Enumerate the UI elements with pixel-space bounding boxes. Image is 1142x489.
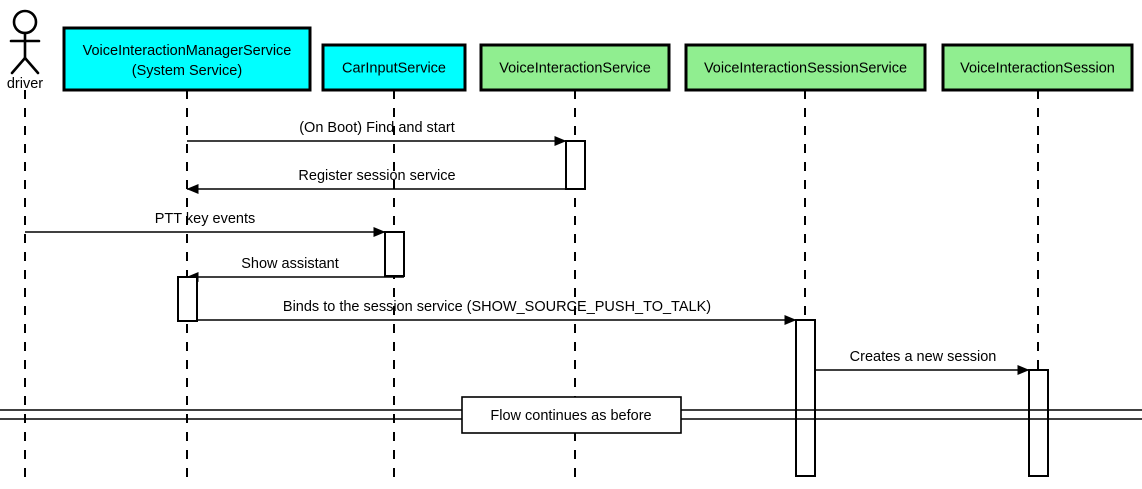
participant-label-vis: VoiceInteractionService [499, 60, 651, 76]
msg-binds-to-session-service[interactable]: Binds to the session service (SHOW_SOURC… [197, 299, 797, 325]
msg-register-session-service-label: Register session service [298, 168, 455, 184]
activation-bar-vims[interactable] [177, 276, 198, 322]
participant-vsession[interactable]: VoiceInteractionSession [941, 43, 1134, 92]
actor-head-icon [12, 9, 38, 35]
divider-layer: Flow continues as before [0, 396, 1142, 434]
actor-leg-right-icon [23, 56, 40, 75]
participant-box-vis[interactable] [479, 43, 671, 92]
participant-vims[interactable]: VoiceInteractionManagerService (System Se… [62, 26, 312, 92]
participant-box-vims[interactable] [62, 26, 312, 92]
participant-boxes-layer: VoiceInteractionManagerService (System Se… [62, 26, 1134, 92]
participant-box-vsession[interactable] [941, 43, 1134, 92]
msg-binds-to-session-service-label: Binds to the session service (SHOW_SOURC… [283, 299, 711, 315]
msg-register-session-service[interactable]: Register session service [186, 168, 585, 194]
activations-layer [177, 140, 1049, 477]
divider-box [461, 396, 682, 434]
activation-bar-vsession[interactable] [1028, 369, 1049, 477]
participant-box-carinput[interactable] [321, 43, 467, 92]
msg-show-assistant-label: Show assistant [241, 256, 339, 272]
driver-actor[interactable]: driver [7, 9, 43, 92]
activation-bar-viss[interactable] [795, 319, 816, 477]
actor-leg-left-icon [10, 56, 27, 75]
activation-bar-vis[interactable] [565, 140, 586, 190]
msg-ptt-key-events[interactable]: PTT key events [25, 211, 386, 237]
actor-label: driver [7, 76, 43, 92]
msg-creates-a-new-session[interactable]: Creates a new session [815, 349, 1030, 375]
msg-ptt-key-events-label: PTT key events [155, 211, 255, 227]
flow-continues-divider: Flow continues as before [0, 396, 1142, 434]
divider-label: Flow continues as before [490, 408, 651, 424]
participant-label-carinput: CarInputService [342, 60, 446, 76]
participant-vis[interactable]: VoiceInteractionService [479, 43, 671, 92]
participant-label-viss: VoiceInteractionSessionService [704, 60, 907, 76]
participant-label-vims-line2: (System Service) [132, 63, 242, 79]
msg-creates-a-new-session-label: Creates a new session [850, 349, 997, 365]
participant-carinput[interactable]: CarInputService [321, 43, 467, 92]
actor-layer: driver [7, 9, 43, 92]
participant-label-vsession: VoiceInteractionSession [960, 60, 1115, 76]
participant-box-viss[interactable] [684, 43, 927, 92]
participant-viss[interactable]: VoiceInteractionSessionService [684, 43, 927, 92]
msg-show-assistant[interactable]: Show assistant [186, 256, 404, 282]
activation-bar-carinput[interactable] [384, 231, 405, 277]
msg-find-and-start[interactable]: (On Boot) Find and start [187, 120, 567, 146]
msg-find-and-start-label: (On Boot) Find and start [299, 120, 455, 136]
participant-label-vims-line1: VoiceInteractionManagerService [83, 43, 292, 59]
